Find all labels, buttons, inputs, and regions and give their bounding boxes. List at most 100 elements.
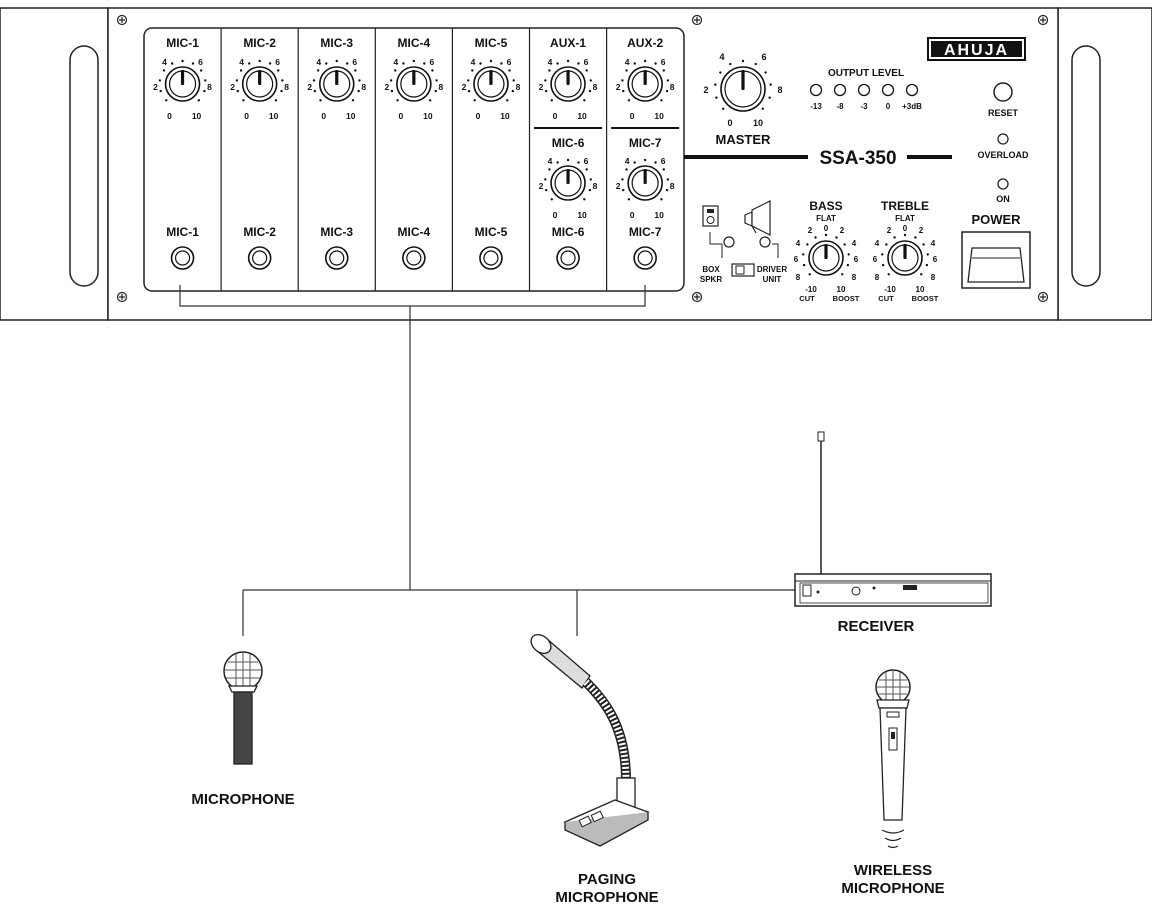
input-jack-icon[interactable] <box>402 246 426 270</box>
driver-unit-label-2: UNIT <box>763 275 782 284</box>
power-switch[interactable] <box>961 231 1031 289</box>
box-spkr-label-1: BOX <box>702 265 720 274</box>
channel-volume-knob[interactable] <box>467 59 515 102</box>
svg-text:6: 6 <box>661 156 666 166</box>
bass-flat-label: FLAT <box>816 214 836 223</box>
level-led <box>833 83 847 97</box>
channel-lower-knob[interactable] <box>621 158 670 201</box>
input-socket-label: MIC-6 <box>552 225 585 239</box>
svg-text:0: 0 <box>398 111 403 121</box>
svg-text:8: 8 <box>516 82 521 92</box>
input-socket-label: MIC-2 <box>243 225 276 239</box>
svg-text:2: 2 <box>616 82 621 92</box>
channel-label: MIC-5 <box>475 36 508 50</box>
svg-text:0: 0 <box>476 111 481 121</box>
svg-text:2: 2 <box>384 82 389 92</box>
svg-text:8: 8 <box>852 273 857 282</box>
svg-text:2: 2 <box>919 226 924 235</box>
receiver-label: RECEIVER <box>838 618 915 635</box>
on-indicator <box>997 178 1009 190</box>
svg-text:6: 6 <box>661 57 666 67</box>
reset-button[interactable] <box>993 82 1013 102</box>
channel-volume-knob[interactable] <box>389 59 438 102</box>
svg-text:4: 4 <box>316 57 321 67</box>
svg-text:4: 4 <box>548 57 553 67</box>
channel-lower-knob[interactable] <box>544 158 592 201</box>
paging-label-1: PAGING <box>578 871 636 888</box>
channel-lower-label: MIC-6 <box>552 136 585 150</box>
screw-icon <box>691 291 703 303</box>
rack-ear-right <box>1057 7 1152 321</box>
channel-volume-knob[interactable] <box>235 59 284 102</box>
svg-text:8: 8 <box>777 85 782 95</box>
channel-volume-knob[interactable] <box>544 59 592 102</box>
channel-volume-knob[interactable] <box>312 59 361 102</box>
input-socket-label: MIC-7 <box>629 225 662 239</box>
svg-text:4: 4 <box>796 239 801 248</box>
input-jack-icon[interactable] <box>247 246 272 270</box>
panel-screws <box>116 14 1049 303</box>
channel-label: MIC-2 <box>243 36 276 50</box>
input-socket-label: MIC-3 <box>320 225 353 239</box>
svg-text:2: 2 <box>539 82 544 92</box>
screw-icon <box>116 291 128 303</box>
level-led <box>905 83 919 97</box>
level-led <box>881 83 895 97</box>
svg-text:4: 4 <box>875 239 880 248</box>
screw-icon <box>1037 14 1049 26</box>
treble-knob[interactable] <box>881 233 929 276</box>
master-label: MASTER <box>716 132 772 147</box>
channel-label: AUX-2 <box>627 36 663 50</box>
channel-label: AUX-1 <box>550 36 586 50</box>
level-led <box>809 83 823 97</box>
svg-text:8: 8 <box>438 82 443 92</box>
svg-text:8: 8 <box>207 82 212 92</box>
svg-text:2: 2 <box>808 226 813 235</box>
input-jack-icon[interactable] <box>479 246 503 270</box>
svg-text:4: 4 <box>239 57 244 67</box>
input-jack-icon[interactable] <box>633 246 657 270</box>
channel-volume-knob[interactable] <box>158 59 207 102</box>
input-jack-icon[interactable] <box>324 246 349 270</box>
svg-text:10: 10 <box>500 111 510 121</box>
svg-text:6: 6 <box>854 255 859 264</box>
paging-label-2: MICROPHONE <box>555 889 658 905</box>
channel-volume-knob[interactable] <box>621 59 670 102</box>
bass-knob[interactable] <box>802 233 850 276</box>
level-led-label: +3dB <box>902 102 922 111</box>
master-volume-knob[interactable] <box>714 59 772 112</box>
svg-text:2: 2 <box>307 82 312 92</box>
svg-text:10: 10 <box>654 210 664 220</box>
overload-indicator <box>997 133 1009 145</box>
svg-text:6: 6 <box>933 255 938 264</box>
svg-text:6: 6 <box>584 156 589 166</box>
svg-text:2: 2 <box>230 82 235 92</box>
svg-text:-10: -10 <box>805 285 817 294</box>
svg-text:6: 6 <box>584 57 589 67</box>
speaker-selector[interactable] <box>702 200 779 277</box>
svg-text:8: 8 <box>361 82 366 92</box>
input-jack-icon[interactable] <box>170 246 195 270</box>
channel-block <box>143 27 685 292</box>
level-led-label: -8 <box>836 102 844 111</box>
svg-text:10: 10 <box>654 111 664 121</box>
svg-text:0: 0 <box>321 111 326 121</box>
wiring <box>179 285 818 636</box>
channel-label: MIC-3 <box>320 36 353 50</box>
svg-text:6: 6 <box>761 52 766 62</box>
power-label: POWER <box>971 212 1021 227</box>
brand-logo: AHUJA <box>944 42 1009 59</box>
input-jack-icon[interactable] <box>556 246 580 270</box>
treble-boost-label: BOOST <box>912 294 939 303</box>
svg-text:6: 6 <box>198 57 203 67</box>
svg-text:8: 8 <box>284 82 289 92</box>
